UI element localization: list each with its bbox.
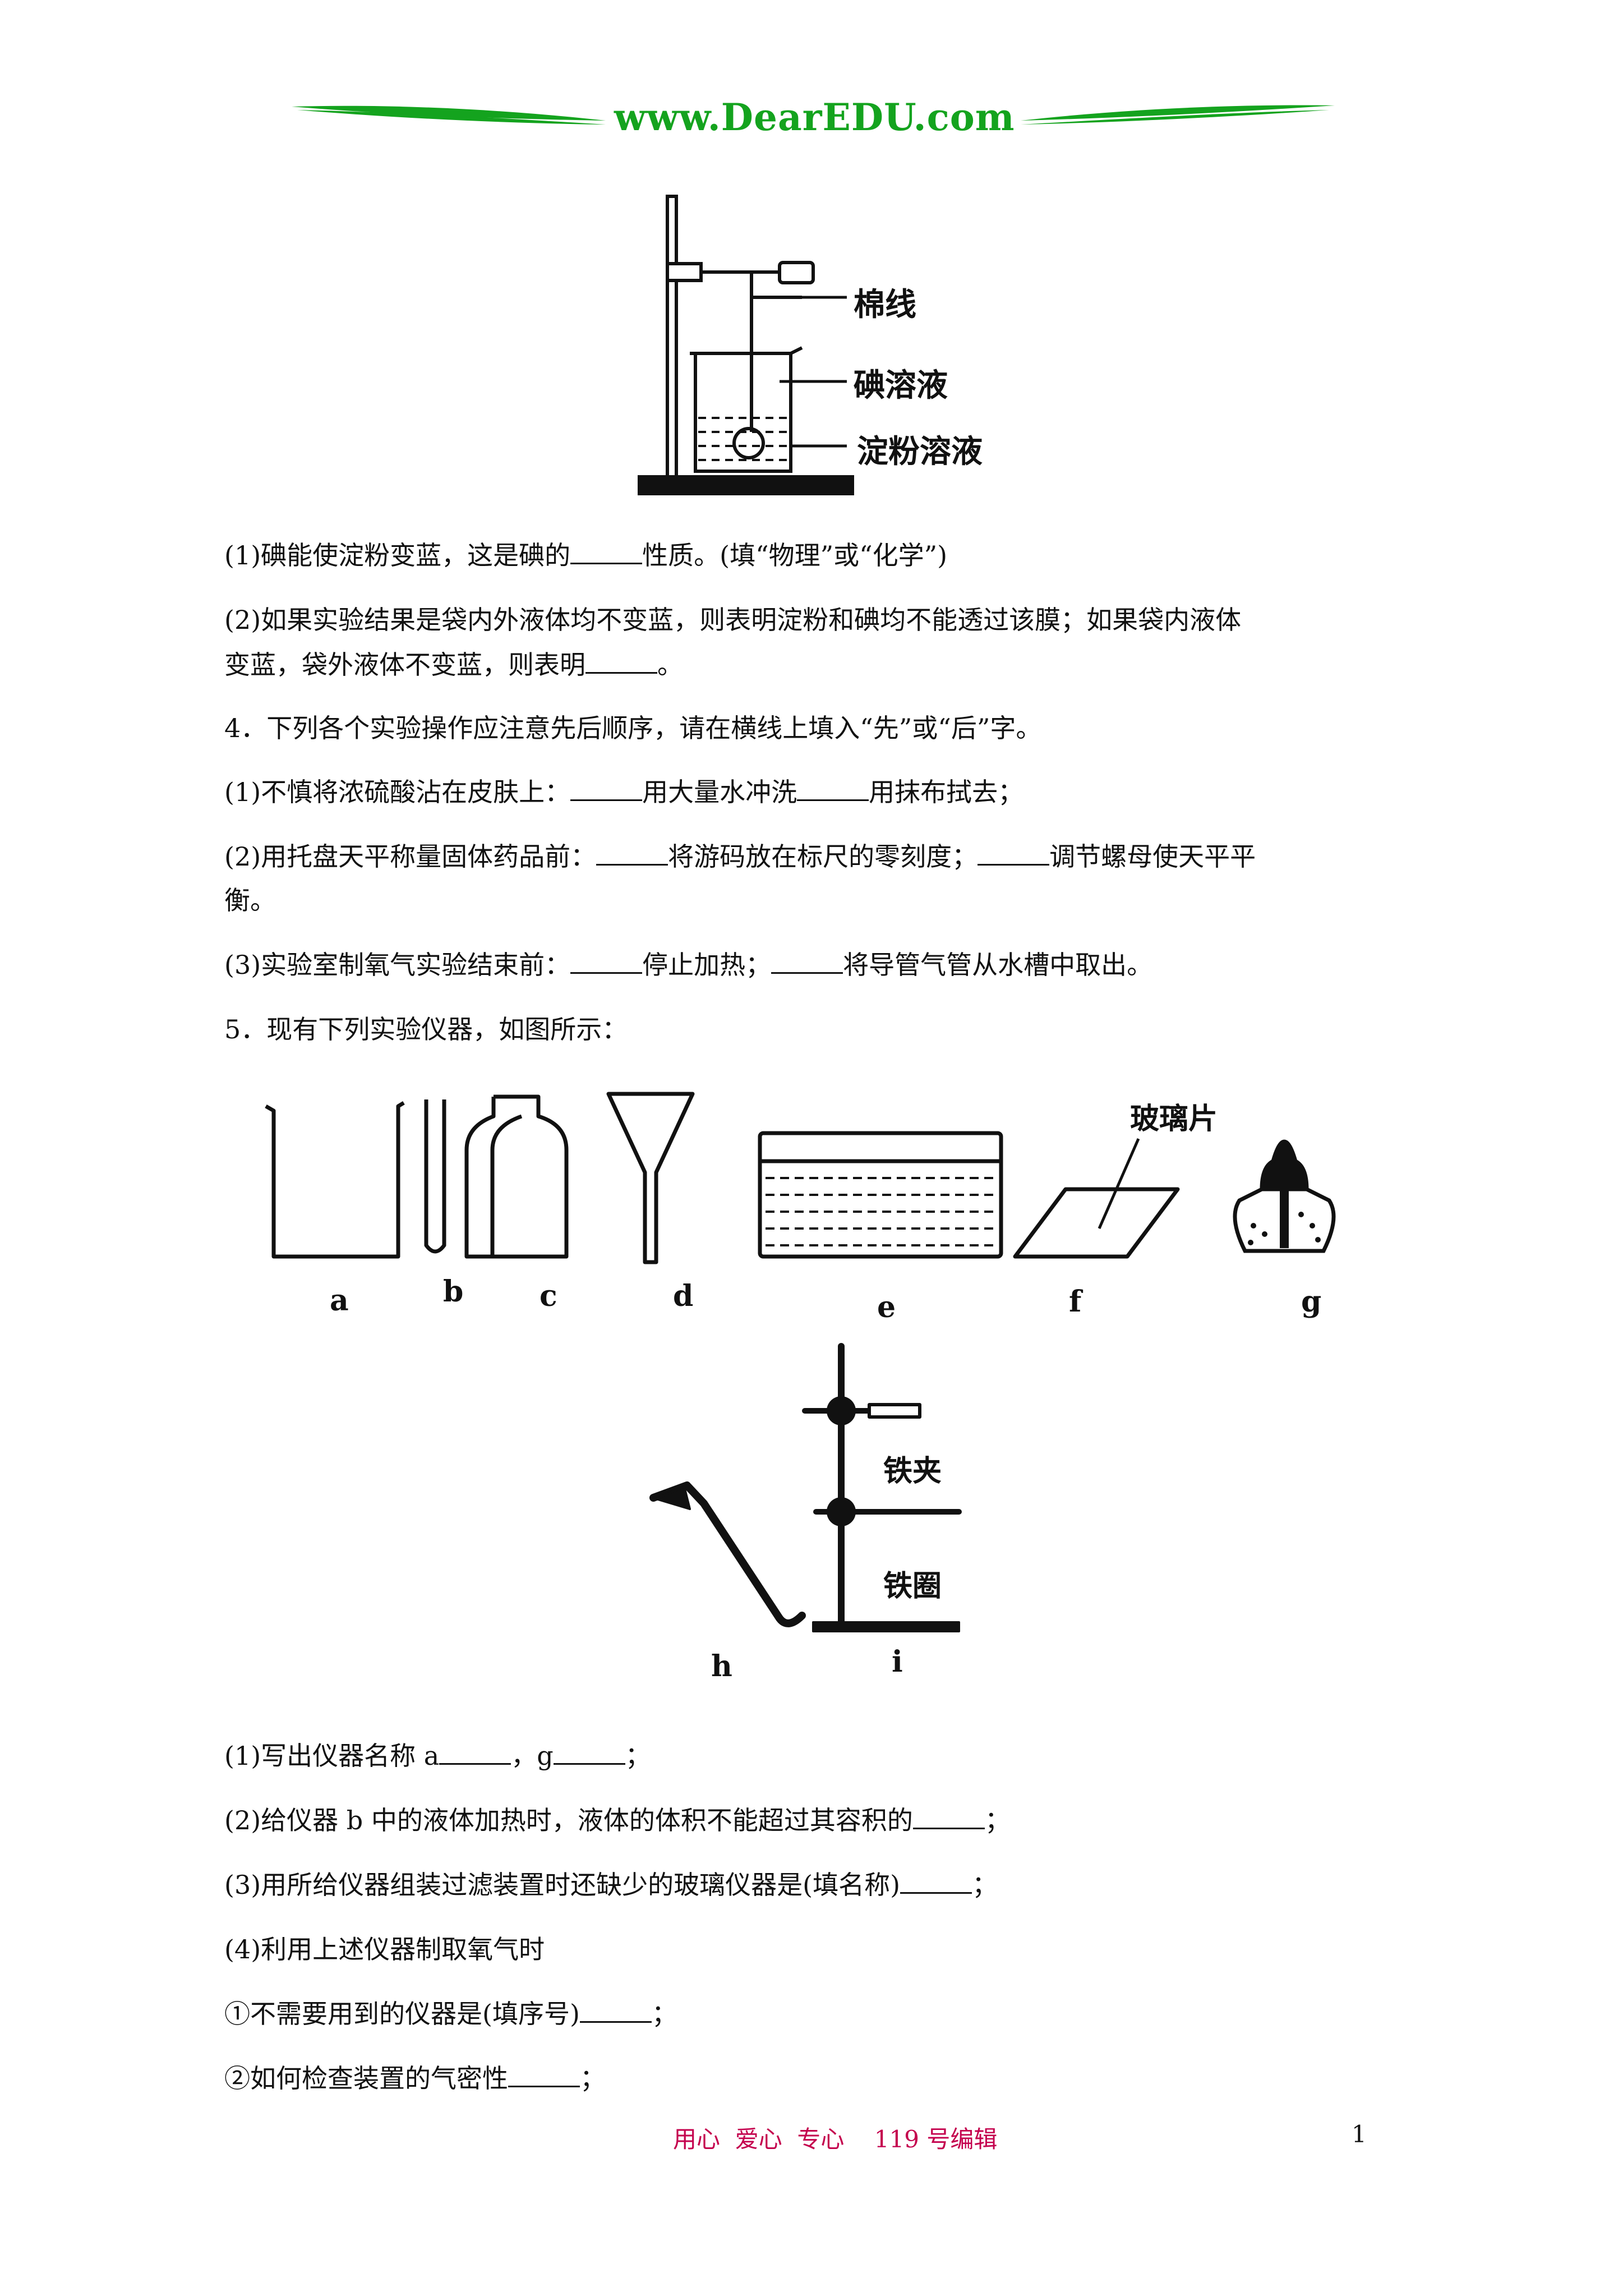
q3-part2-line2: 变蓝，袋外液体不变蓝，则表明。 bbox=[224, 650, 683, 680]
answer-blank[interactable] bbox=[797, 777, 869, 801]
letter-c: c bbox=[540, 1279, 557, 1313]
answer-blank[interactable] bbox=[978, 841, 1050, 866]
letter-a: a bbox=[330, 1283, 349, 1318]
page-number: 1 bbox=[1352, 2120, 1367, 2148]
q3-part2-line1: (2)如果实验结果是袋内外液体均不变蓝，则表明淀粉和碘均不能透过该膜；如果袋内液… bbox=[224, 605, 1242, 635]
iodine-experiment-figure bbox=[638, 195, 854, 495]
q5-part4-2: ②如何检查装置的气密性； bbox=[224, 2063, 606, 2093]
answer-blank[interactable] bbox=[579, 1999, 652, 2023]
label-iron-clamp: 铁夹 bbox=[883, 1455, 942, 1488]
letter-e: e bbox=[877, 1290, 896, 1324]
label-iodine-solution: 碘溶液 bbox=[854, 367, 948, 404]
q3-part1: (1)碘能使淀粉变蓝，这是碘的性质。(填“物理”或“化学”) bbox=[224, 540, 948, 570]
stand-figure bbox=[649, 1343, 962, 1632]
label-starch-solution: 淀粉溶液 bbox=[857, 434, 983, 470]
q5-part1: (1)写出仪器名称 a，g； bbox=[224, 1741, 651, 1771]
q5-part4-1: ①不需要用到的仪器是(填序号)； bbox=[224, 1999, 677, 2029]
site-brand: www.DearEDU.com bbox=[614, 95, 1015, 139]
answer-blank[interactable] bbox=[570, 950, 643, 974]
instruments-figure bbox=[265, 1092, 1336, 1264]
q4-part1: (1)不慎将浓硫酸沾在皮肤上：用大量水冲洗用抹布拭去； bbox=[224, 777, 1024, 807]
test-tube-icon bbox=[424, 1099, 446, 1254]
gas-bottle-icon bbox=[490, 1094, 569, 1259]
water-trough-icon bbox=[758, 1131, 1003, 1259]
letter-f: f bbox=[1069, 1285, 1082, 1319]
q4-part2: (2)用托盘天平称量固体药品前：将游码放在标尺的零刻度；调节螺母使天平平 bbox=[224, 841, 1256, 872]
label-iron-ring: 铁圈 bbox=[883, 1570, 942, 1603]
q5-stem: 5．现有下列实验仪器，如图所示： bbox=[224, 1014, 628, 1045]
answer-blank[interactable] bbox=[585, 650, 657, 674]
label-glass-slide: 玻璃片 bbox=[1130, 1102, 1218, 1136]
letter-i: i bbox=[892, 1645, 903, 1679]
q4-part2-line2: 衡。 bbox=[224, 885, 276, 915]
answer-blank[interactable] bbox=[912, 1805, 985, 1829]
answer-blank[interactable] bbox=[553, 1741, 625, 1765]
delivery-tube-icon bbox=[649, 1481, 806, 1627]
alcohol-lamp-icon bbox=[1233, 1139, 1336, 1253]
answer-blank[interactable] bbox=[570, 777, 643, 801]
letter-b: b bbox=[443, 1274, 464, 1309]
answer-blank[interactable] bbox=[508, 2063, 580, 2087]
letter-h: h bbox=[711, 1649, 732, 1683]
answer-blank[interactable] bbox=[439, 1741, 511, 1765]
footer-credit: 用心 爱心 专心 119 号编辑 bbox=[673, 2125, 998, 2153]
label-cotton-thread: 棉线 bbox=[854, 287, 916, 323]
answer-blank[interactable] bbox=[596, 841, 668, 866]
q4-stem: 4．下列各个实验操作应注意先后顺序，请在横线上填入“先”或“后”字。 bbox=[224, 713, 1042, 743]
answer-blank[interactable] bbox=[771, 950, 843, 974]
q5-part4: (4)利用上述仪器制取氧气时 bbox=[224, 1934, 545, 1964]
funnel-icon bbox=[606, 1092, 695, 1264]
beaker-icon bbox=[265, 1101, 405, 1259]
header-swoosh bbox=[292, 105, 1335, 125]
answer-blank[interactable] bbox=[900, 1870, 972, 1894]
glass-slide-icon bbox=[1013, 1187, 1180, 1259]
q5-part3: (3)用所给仪器组装过滤装置时还缺少的玻璃仪器是(填名称)； bbox=[224, 1870, 998, 1900]
letter-d: d bbox=[673, 1279, 694, 1313]
answer-blank[interactable] bbox=[570, 540, 643, 564]
q5-part2: (2)给仪器 b 中的液体加热时，液体的体积不能超过其容积的； bbox=[224, 1805, 1011, 1835]
letter-g: g bbox=[1301, 1285, 1322, 1319]
q4-part3: (3)实验室制氧气实验结束前：停止加热；将导管气管从水槽中取出。 bbox=[224, 950, 1153, 980]
